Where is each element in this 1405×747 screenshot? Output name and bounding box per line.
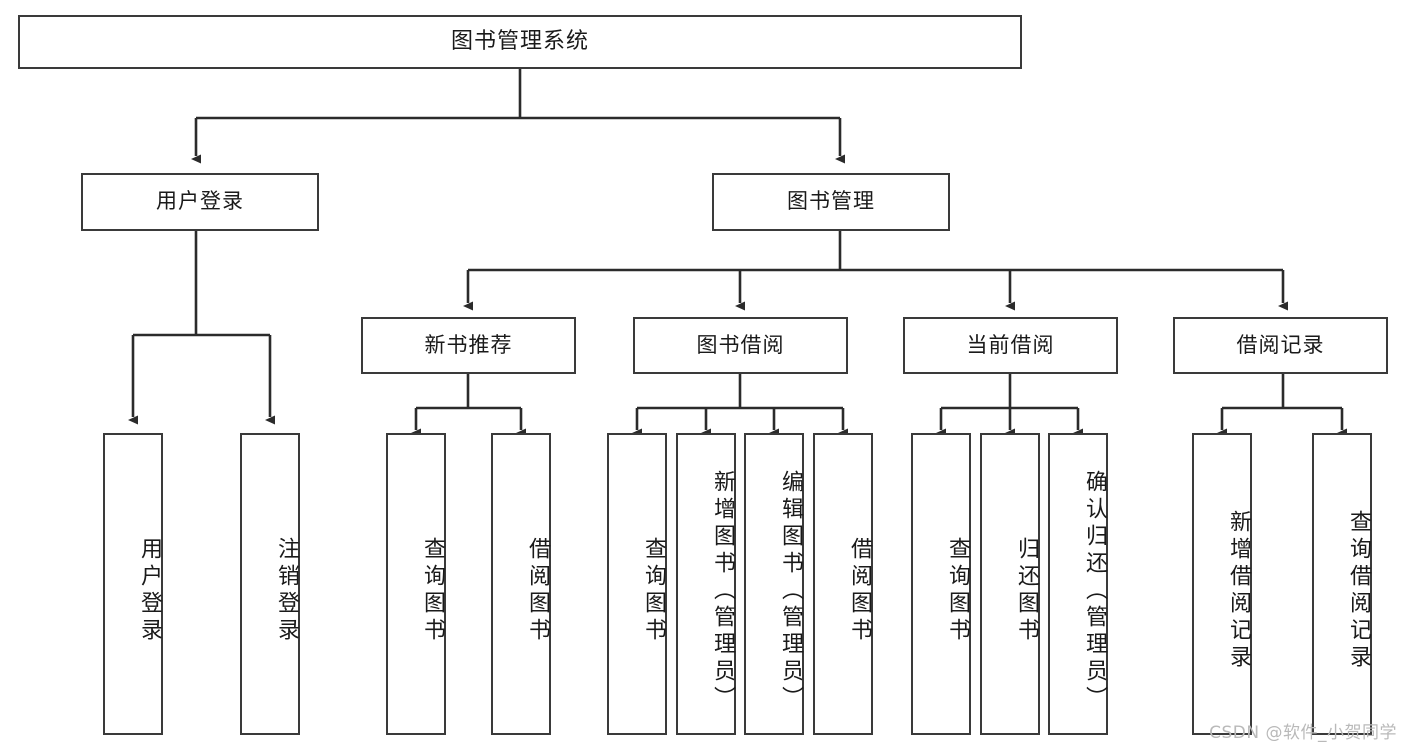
node-leaf-add-record[interactable]: 新增借阅记录	[1192, 433, 1252, 735]
node-book-management-label: 图书管理	[787, 189, 875, 214]
node-leaf-user-login[interactable]: 用户登录	[103, 433, 163, 735]
node-leaf-return-book-label: 归还图书	[1014, 537, 1039, 645]
node-leaf-add-book[interactable]: 新增图书（管理员）	[676, 433, 736, 735]
node-leaf-add-book-label: 新增图书（管理员）	[710, 469, 735, 713]
node-leaf-query-book-3-label: 查询图书	[945, 537, 970, 645]
node-new-book-recommend-label: 新书推荐	[424, 332, 513, 357]
node-book-management[interactable]: 图书管理	[712, 173, 950, 231]
node-leaf-confirm-return-label: 确认归还（管理员）	[1082, 469, 1107, 713]
node-leaf-confirm-return[interactable]: 确认归还（管理员）	[1048, 433, 1108, 735]
node-user-login[interactable]: 用户登录	[81, 173, 319, 231]
node-new-book-recommend[interactable]: 新书推荐	[361, 317, 576, 374]
node-book-borrow-label: 图书借阅	[696, 332, 785, 357]
node-leaf-add-record-label: 新增借阅记录	[1226, 510, 1251, 672]
node-book-borrow[interactable]: 图书借阅	[633, 317, 848, 374]
node-user-login-label: 用户登录	[156, 189, 244, 214]
node-current-borrow-label: 当前借阅	[966, 332, 1055, 357]
node-leaf-query-book-2[interactable]: 查询图书	[607, 433, 667, 735]
node-leaf-user-login-label: 用户登录	[137, 537, 162, 645]
csdn-watermark: CSDN @软件_小贺同学	[1209, 723, 1397, 743]
node-current-borrow[interactable]: 当前借阅	[903, 317, 1118, 374]
node-leaf-edit-book[interactable]: 编辑图书（管理员）	[744, 433, 804, 735]
node-leaf-query-record-label: 查询借阅记录	[1346, 510, 1371, 672]
node-root-system-label: 图书管理系统	[450, 28, 589, 54]
node-leaf-borrow-book-1[interactable]: 借阅图书	[491, 433, 551, 735]
node-leaf-logout-login[interactable]: 注销登录	[240, 433, 300, 735]
node-leaf-query-book-3[interactable]: 查询图书	[911, 433, 971, 735]
node-leaf-borrow-book-2-label: 借阅图书	[847, 537, 872, 645]
node-root-system[interactable]: 图书管理系统	[18, 15, 1022, 69]
node-leaf-borrow-book-2[interactable]: 借阅图书	[813, 433, 873, 735]
node-leaf-borrow-book-1-label: 借阅图书	[525, 537, 550, 645]
node-leaf-query-book-2-label: 查询图书	[641, 537, 666, 645]
node-borrow-record[interactable]: 借阅记录	[1173, 317, 1388, 374]
node-leaf-edit-book-label: 编辑图书（管理员）	[778, 469, 803, 713]
node-leaf-logout-login-label: 注销登录	[274, 537, 299, 645]
node-leaf-return-book[interactable]: 归还图书	[980, 433, 1040, 735]
node-leaf-query-book-1[interactable]: 查询图书	[386, 433, 446, 735]
node-leaf-query-book-1-label: 查询图书	[420, 537, 445, 645]
node-leaf-query-record[interactable]: 查询借阅记录	[1312, 433, 1372, 735]
node-borrow-record-label: 借阅记录	[1236, 332, 1325, 357]
